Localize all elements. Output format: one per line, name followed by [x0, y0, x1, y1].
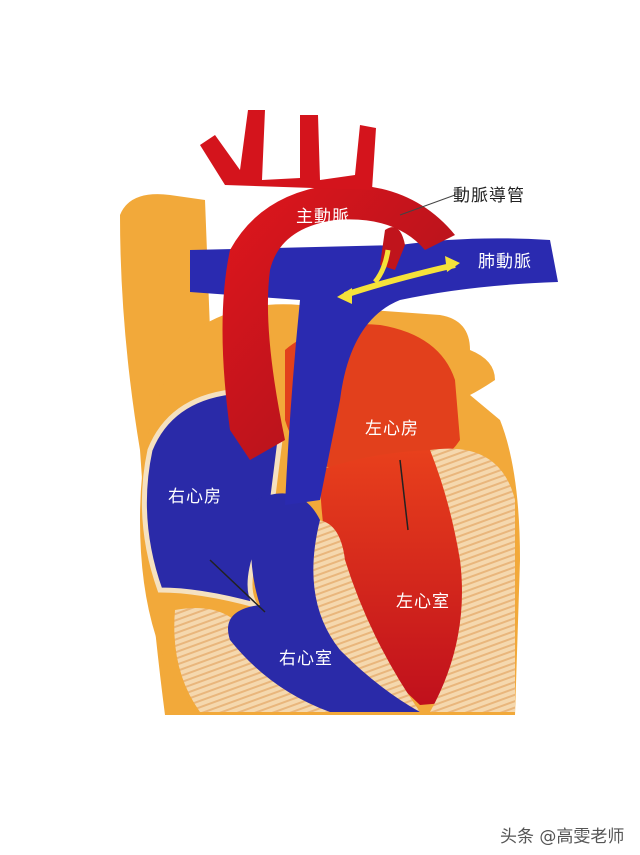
pulmonary-artery — [190, 238, 558, 506]
label-ductus-arteriosus: 動脈導管 — [453, 186, 525, 206]
label-left-ventricle: 左心室 — [396, 592, 450, 612]
arrow-head-right — [445, 256, 460, 272]
ductus-pointer — [399, 194, 456, 216]
septum-muscle — [430, 448, 515, 712]
label-right-atrium: 右心房 — [168, 487, 222, 507]
right-ventricle — [228, 493, 420, 712]
label-pulmonary-artery: 肺動脈 — [478, 252, 532, 272]
aorta-branches — [200, 110, 376, 190]
flow-arrow-down — [373, 249, 391, 284]
label-left-atrium: 左心房 — [365, 419, 419, 439]
label-right-ventricle: 右心室 — [279, 649, 333, 669]
arrow-head-left — [337, 288, 352, 304]
aorta — [222, 184, 455, 461]
left-ventricle — [320, 450, 480, 705]
flow-arrow — [344, 262, 456, 298]
label-aorta: 主動脈 — [296, 207, 350, 227]
watermark: 头条 @高雯老师 — [500, 827, 625, 847]
